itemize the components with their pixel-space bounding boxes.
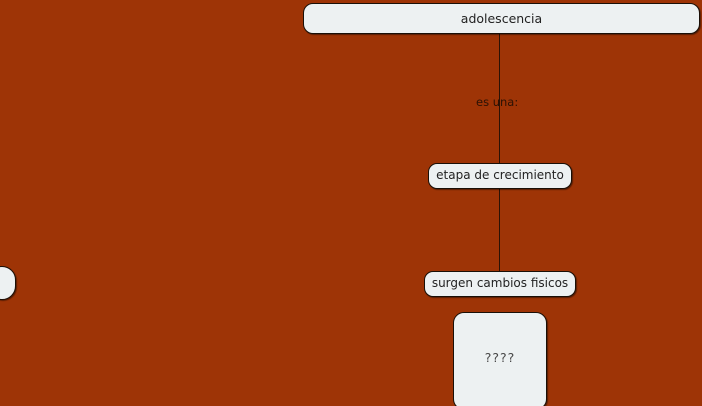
connector-etapa-to-cambios [499, 189, 500, 271]
node-offscreen-pill[interactable] [0, 266, 16, 300]
node-surgen-cambios-fisicos[interactable]: surgen cambios fisicos [424, 271, 576, 297]
connector-root-to-etapa [499, 34, 500, 163]
edge-label-es-una[interactable]: es una: [476, 95, 519, 109]
node-unknown-placeholder[interactable]: ???? [453, 312, 547, 406]
node-adolescencia[interactable]: adolescencia [303, 3, 700, 34]
node-etapa-de-crecimiento[interactable]: etapa de crecimiento [428, 163, 572, 189]
